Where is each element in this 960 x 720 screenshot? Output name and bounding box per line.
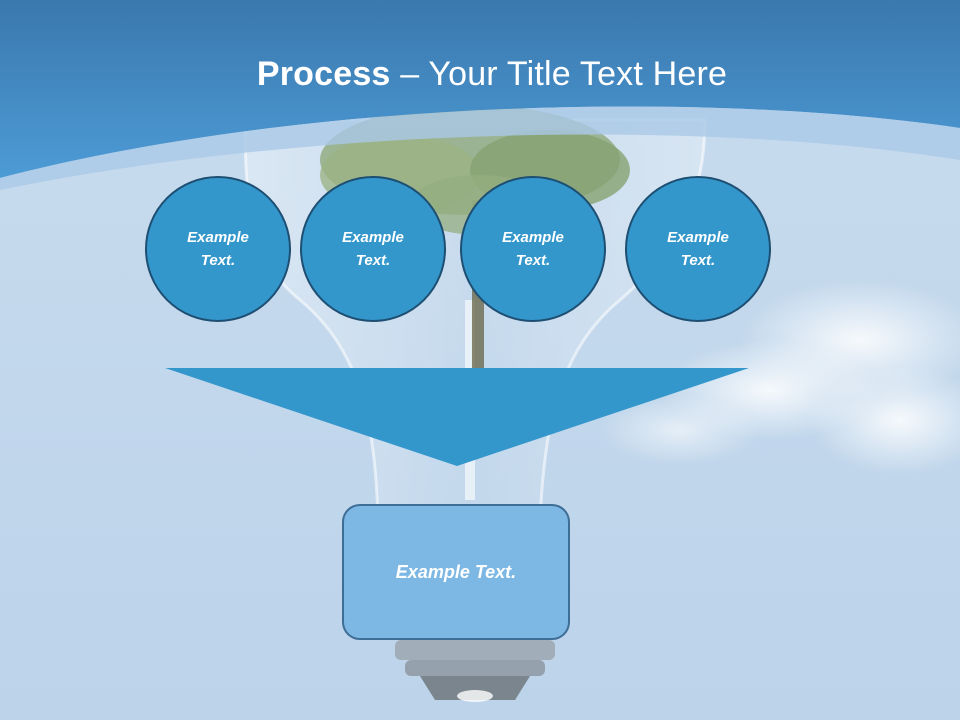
circle-text: Example Text. (187, 229, 249, 269)
circle-text: Example Text. (667, 229, 729, 269)
result-text: Example Text. (395, 561, 517, 582)
process-circle-1[interactable]: Example Text. (145, 176, 291, 322)
process-circle-3[interactable]: Example Text. (460, 176, 606, 322)
result-box[interactable]: Example Text. (342, 504, 570, 640)
header-arc (0, 106, 960, 190)
clouds-image (600, 280, 960, 475)
process-circle-2[interactable]: Example Text. (300, 176, 446, 322)
title-rest: – Your Title Text Here (390, 55, 728, 93)
circle-text: Example Text. (502, 229, 564, 269)
title-bold: Process (256, 55, 391, 93)
process-circle-4[interactable]: Example Text. (625, 176, 771, 322)
funnel-triangle[interactable] (165, 368, 749, 466)
header-band (0, 0, 960, 178)
circle-text: Example Text. (342, 229, 404, 269)
slide-title: Process – Your Title Text Here (0, 52, 960, 96)
